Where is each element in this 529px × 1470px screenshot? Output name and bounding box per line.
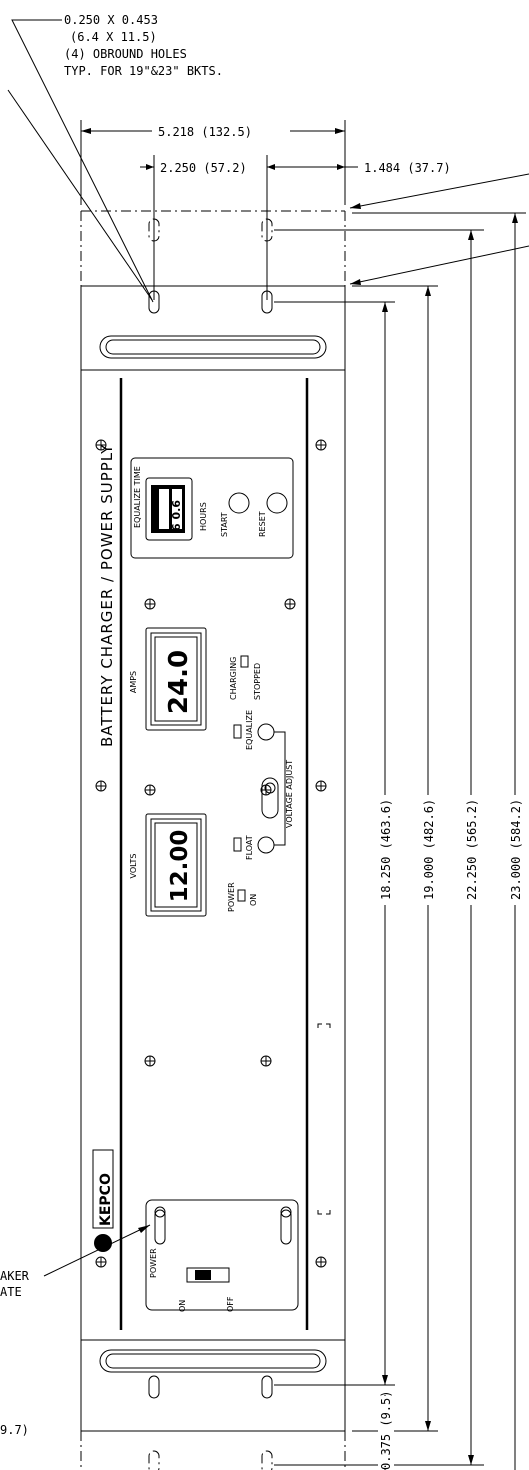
start-label: START <box>220 512 229 537</box>
right-leaders <box>349 173 529 285</box>
power-on-label-2: ON <box>249 894 258 906</box>
note-leader <box>7 19 154 303</box>
brand-label: KEPCO <box>98 1173 114 1226</box>
dim-h23-label: 23.000 (584.2) <box>509 799 523 900</box>
dim-hole-offset-label: 1.484 (37.7) <box>364 161 451 175</box>
extension-lines <box>274 212 526 1466</box>
dim-width-overall-label: 5.218 (132.5) <box>158 125 252 139</box>
reset-button[interactable] <box>266 492 288 514</box>
dim-edge-1-label: 0.375 (9.5) <box>379 1391 393 1470</box>
stopped-label: STOPPED <box>253 663 262 700</box>
on-label: ON <box>178 1300 187 1312</box>
note-line-3: (4) OBROUND HOLES <box>64 47 187 61</box>
voltage-adjust-label: VOLTAGE ADJUST <box>285 760 294 828</box>
brand-mark-icon <box>94 1234 112 1252</box>
off-label: OFF <box>226 1296 235 1312</box>
kepco-logo: KEPCO <box>92 1149 114 1252</box>
left-partial-label: 9.7) <box>0 1423 29 1437</box>
volts-meter: 12.00 VOLTS <box>129 813 207 917</box>
charging-lamp <box>240 655 249 668</box>
amps-meter: 24.0 AMPS <box>129 627 207 731</box>
dim-hole-spacing: 2.250 (57.2) <box>140 155 281 300</box>
dim-h18-label: 18.250 (463.6) <box>379 799 393 900</box>
equalize-time-label: EQUALIZE TIME <box>133 466 142 528</box>
note-line-1: 0.250 X 0.453 <box>64 13 158 27</box>
dim-hole-spacing-label: 2.250 (57.2) <box>160 161 247 175</box>
note-line-2: (6.4 X 11.5) <box>70 30 157 44</box>
dim-h23: 23.000 (584.2) <box>508 213 524 1470</box>
lower-bracket-phantom <box>80 1431 346 1470</box>
indicators: CHARGING STOPPED EQUALIZE VOLTAGE ADJUST… <box>227 655 294 912</box>
dim-hole-offset: 1.484 (37.7) <box>275 161 451 175</box>
float-adjust-knob[interactable] <box>257 836 275 854</box>
equalize-lamp <box>233 724 242 739</box>
power-on-lamp <box>237 889 246 902</box>
panel-screws <box>95 439 327 1268</box>
amps-label: AMPS <box>129 671 138 693</box>
callout-line-1: AKER <box>0 1269 30 1283</box>
top-handle <box>99 290 327 359</box>
amps-value: 24.0 <box>164 650 194 714</box>
power-label: POWER <box>149 1248 158 1278</box>
float-lamp <box>233 837 242 852</box>
bottom-handle <box>99 1349 327 1399</box>
upper-bracket-phantom <box>80 210 346 286</box>
timer-counter: 6 0.6 <box>170 500 183 531</box>
dim-h22-label: 22.250 (565.2) <box>465 799 479 900</box>
start-button[interactable] <box>228 492 250 514</box>
power-on-label-1: POWER <box>227 882 236 912</box>
volts-label: VOLTS <box>129 854 138 879</box>
voltage-adjust-lever[interactable] <box>261 777 279 819</box>
dim-h19-label: 19.000 (482.6) <box>422 799 436 900</box>
callout-line-2: ATE <box>0 1285 22 1299</box>
panel-title: BATTERY CHARGER / POWER SUPPLY <box>98 444 116 747</box>
reset-label: RESET <box>258 511 267 537</box>
dim-width-overall: 5.218 (132.5) <box>80 120 346 205</box>
float-label: FLOAT <box>245 835 254 860</box>
equalize-label: EQUALIZE <box>245 710 254 750</box>
power-switch[interactable] <box>186 1267 230 1283</box>
note-text: 0.250 X 0.453 (6.4 X 11.5) (4) OBROUND H… <box>64 13 223 78</box>
corner-marks <box>317 1023 331 1215</box>
dim-edge-1: 0.375 (9.5) <box>378 1391 394 1470</box>
left-callout: AKER ATE <box>0 1224 151 1299</box>
hours-label: HOURS <box>199 502 208 531</box>
panel-outline <box>80 285 346 1432</box>
dim-h22: 22.250 (565.2) <box>464 230 480 1465</box>
equalize-adjust-knob[interactable] <box>257 723 275 741</box>
dim-h19: 19.000 (482.6) <box>421 286 437 1431</box>
equalize-timer: EQUALIZE TIME 6 0.6 HOURS START RESET <box>130 457 294 559</box>
breaker-plate: POWER ON OFF <box>145 1199 299 1312</box>
charging-label: CHARGING <box>229 657 238 700</box>
note-line-4: TYP. FOR 19"&23" BKTS. <box>64 64 223 78</box>
volts-value: 12.00 <box>167 830 193 903</box>
dim-h18: 18.250 (463.6) <box>378 302 394 1385</box>
